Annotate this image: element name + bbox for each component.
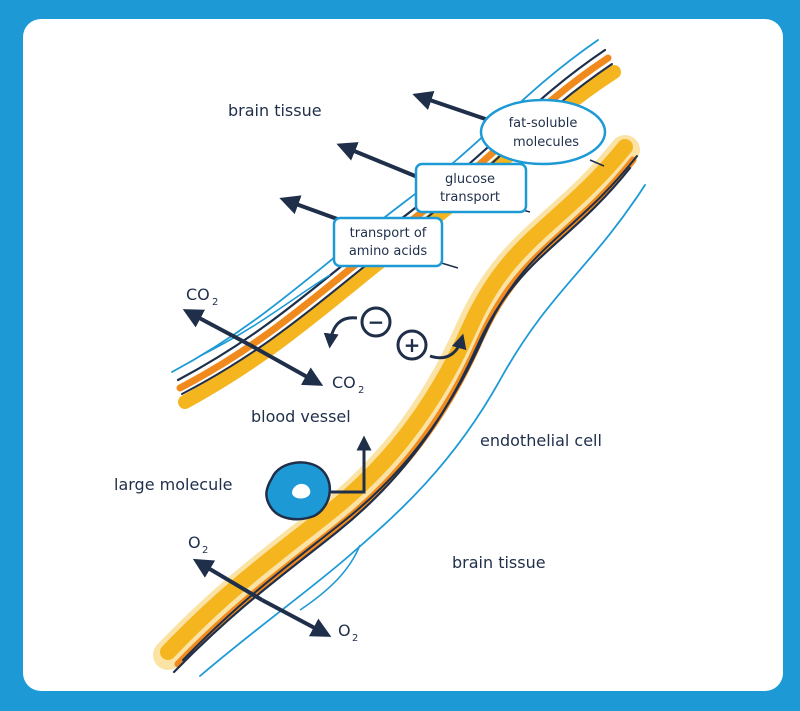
svg-text:2: 2: [352, 633, 358, 644]
co2-label-top: CO 2: [186, 285, 218, 308]
label-brain-tissue-top: brain tissue: [228, 101, 322, 120]
svg-text:+: +: [404, 333, 421, 357]
svg-text:2: 2: [202, 545, 208, 556]
svg-text:fat-soluble: fat-soluble: [509, 116, 578, 131]
label-large-molecule: large molecule: [114, 475, 233, 494]
label-brain-tissue-bottom: brain tissue: [452, 553, 546, 572]
svg-text:O: O: [338, 621, 351, 640]
co2-arrow-up: [182, 309, 251, 347]
svg-text:2: 2: [358, 385, 364, 396]
svg-text:amino acids: amino acids: [349, 244, 428, 259]
svg-text:−: −: [368, 310, 385, 334]
negative-charge-icon: [360, 306, 392, 338]
svg-text:transport of: transport of: [350, 226, 427, 241]
co2-arrow-down: [249, 343, 324, 386]
svg-text:CO: CO: [186, 285, 210, 304]
o2-label-bottom: O 2: [338, 621, 358, 644]
svg-text:molecules: molecules: [513, 135, 579, 150]
svg-text:2: 2: [212, 297, 218, 308]
lower-vessel-wall: [153, 135, 646, 677]
glucose-arrow: [336, 142, 421, 180]
callout-amino-acids: transport of amino acids: [332, 216, 444, 268]
co2-label-bottom: CO 2: [332, 373, 364, 396]
o2-label-top: O 2: [188, 533, 208, 556]
svg-text:CO: CO: [332, 373, 356, 392]
amino-acid-arrow: [279, 195, 341, 222]
callout-fat-soluble: fat-soluble molecules: [479, 98, 607, 166]
charge-symbols: − +: [323, 306, 467, 361]
svg-text:O: O: [188, 533, 201, 552]
callout-glucose: glucose transport: [414, 162, 528, 214]
large-molecule-icon: [265, 435, 372, 521]
label-endothelial-cell: endothelial cell: [480, 431, 602, 450]
o2-arrow-down: [261, 598, 332, 637]
svg-text:transport: transport: [440, 190, 500, 205]
svg-text:glucose: glucose: [445, 172, 495, 187]
o2-arrow-up: [192, 558, 264, 602]
positive-charge-icon: [396, 329, 428, 361]
label-blood-vessel: blood vessel: [251, 407, 351, 426]
